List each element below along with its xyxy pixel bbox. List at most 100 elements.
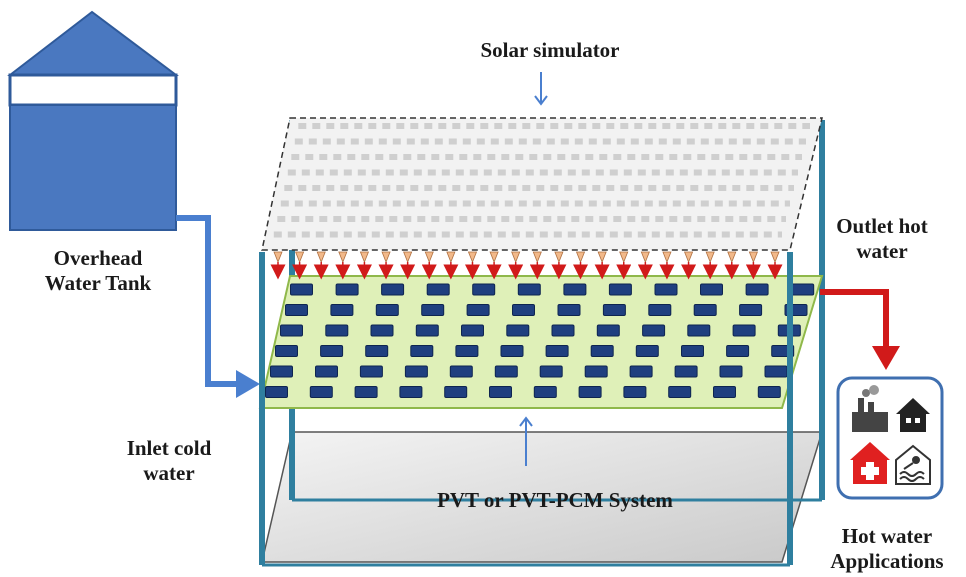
pv-cell [335,283,359,296]
pv-cell [399,386,423,398]
lamp-bulb [662,251,672,264]
hospital-icon [850,442,890,484]
pv-cell [713,386,736,398]
lamp-bulb [575,251,586,264]
pv-cell [315,365,338,378]
pv-cell [320,345,344,357]
lamp-bulb [554,251,564,264]
pv-cell [500,345,524,357]
pv-cell [654,283,678,296]
pv-cells [265,283,815,398]
pv-cell [726,345,750,357]
system-label: PVT or PVT-PCM System [437,488,673,512]
pv-cell [693,304,717,316]
lamp-bulb [446,251,456,264]
lamp-bulb [489,251,499,264]
pv-cell [551,324,575,337]
lamp-bulb [748,251,758,264]
pv-cell [732,324,756,337]
outlet-label: Outlet hot water [836,214,928,263]
pv-cell [648,304,672,316]
pv-cell [545,345,569,357]
pv-cell [687,324,711,337]
pv-cell [290,283,313,296]
simulator-box [261,117,823,251]
light-rays [270,251,783,280]
pv-cell [674,365,698,378]
pv-cell [415,324,439,337]
pv-cell [280,324,303,337]
lamp-bulb [705,251,715,264]
pv-cell [370,324,394,337]
pv-cell [309,386,333,398]
pv-cell [608,283,632,296]
pv-cell [757,386,781,398]
overhead-tank-label: Overhead Water Tank [44,246,152,295]
lamp-bulb [619,251,629,264]
house-icon [896,398,930,432]
system-pointer [519,416,533,466]
pv-cell [512,304,535,316]
pv-cell [426,283,450,296]
pv-cell [719,365,743,378]
lamp-bulb [403,251,413,264]
pv-cell [791,283,815,296]
pv-cell [285,304,308,316]
tank-roof [7,10,179,76]
swimming-pool-icon [895,444,931,485]
pv-cell [557,304,581,316]
lamp-bulb [338,251,348,264]
lamp-bulb [273,251,283,264]
pv-cell [449,365,473,378]
pv-cell [642,324,666,337]
applications-box [836,376,944,500]
inlet-pipe [176,215,260,398]
pv-cell [494,365,518,378]
pv-cell [330,304,354,316]
pv-cell [506,324,530,337]
solar-simulator [261,117,823,251]
pv-cell [596,324,620,337]
pv-cell [472,283,496,296]
lamp-bulb [381,251,391,264]
frame-front [259,252,793,567]
pv-cell [764,365,788,378]
lamp-bulb [295,251,305,264]
pv-cell [421,304,445,316]
lamp-bulb [424,251,434,264]
pv-cell [745,283,769,296]
lamp-bulb [359,251,370,264]
lamp-bulb [467,251,478,264]
pv-cell [517,283,541,296]
pv-cell [700,283,723,296]
outlet-arrow-head [872,346,900,370]
pv-cell [381,283,405,296]
pv-cell [410,345,434,357]
pv-cell [265,386,288,398]
pv-cell [270,365,293,378]
pv-cell [461,324,484,337]
lamp-bulb [316,251,326,264]
pv-cell [681,345,704,357]
system-base [261,431,824,563]
pv-cell [533,386,557,398]
pv-cell [590,345,614,357]
solar-simulator-label: Solar simulator [480,38,620,62]
pv-cell [623,386,647,398]
inlet-label: Inlet cold water [126,436,212,485]
pv-cell [539,365,563,378]
pv-cell [629,365,653,378]
lamp-bulb [683,251,694,264]
inlet-arrow-head [236,370,260,398]
pv-cell [466,304,490,316]
pv-cell [444,386,468,398]
pv-cell [404,365,428,378]
lamp-bulb [640,251,650,264]
pv-cell [455,345,479,357]
pv-cell [365,345,389,357]
pv-cell [375,304,399,316]
pv-cell [275,345,298,357]
pv-cell [325,324,349,337]
pv-cell [489,386,512,398]
